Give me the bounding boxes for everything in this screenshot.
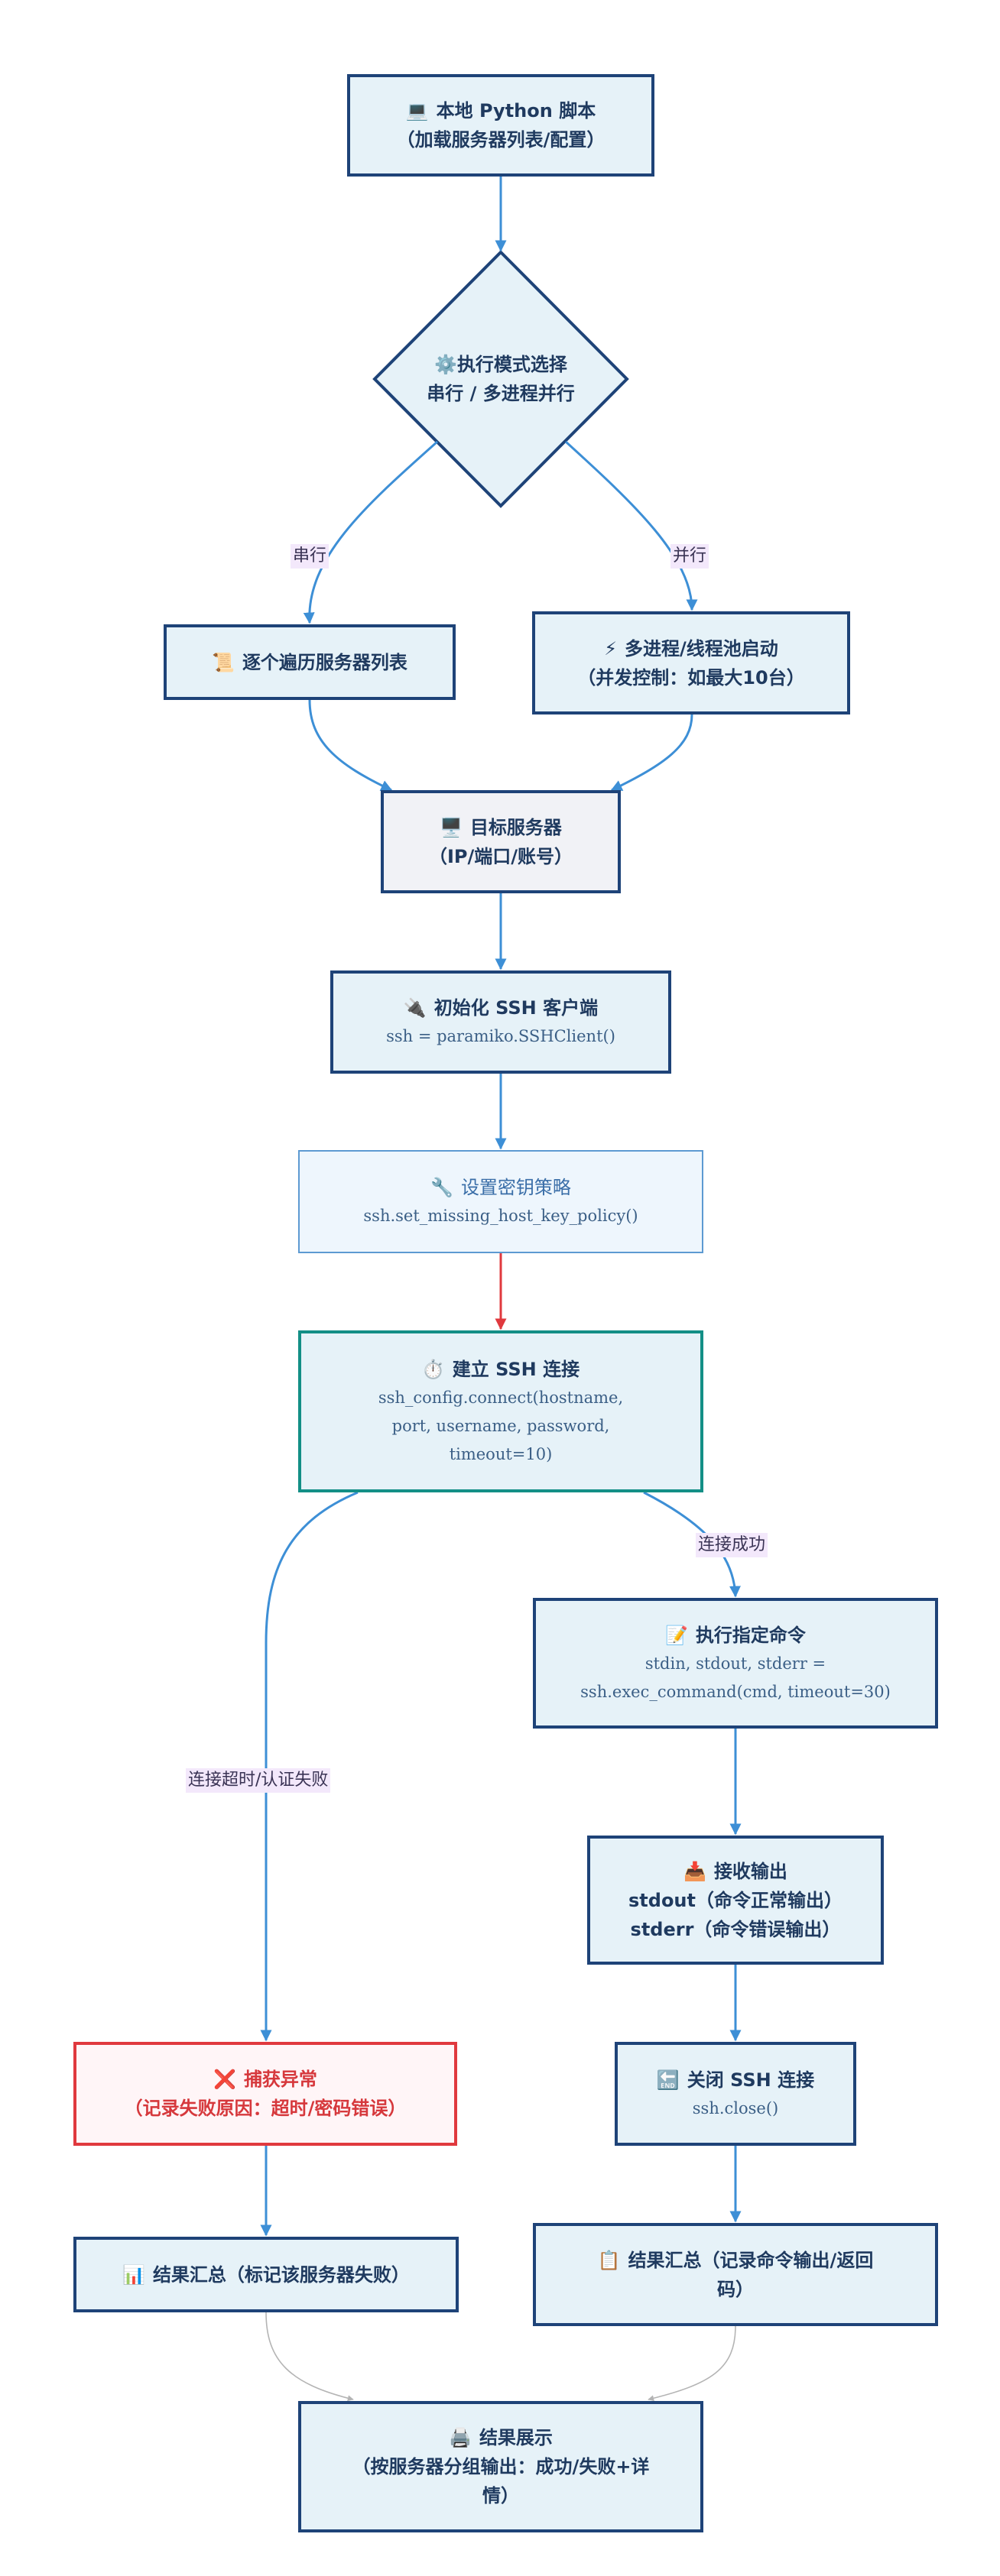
init-ssh-client-node: 🔌初始化 SSH 客户端 ssh = paramiko.SSHClient() [330, 970, 671, 1074]
edge-mode-to-parallel [564, 440, 698, 611]
inbox-tray-icon: 📥 [683, 1860, 706, 1882]
receive-output-node: 📥接收输出 stdout（命令正常输出） stderr（命令错误输出） [587, 1836, 884, 1965]
exec-command-node: 📝执行指定命令 stdin, stdout, stderr = ssh.exec… [533, 1598, 938, 1729]
ssh-connect-node: ⏱️建立 SSH 连接 ssh_config.connect(hostname,… [298, 1330, 703, 1492]
laptop-icon: 💻 [405, 100, 429, 122]
memo-icon: 📝 [665, 1624, 688, 1646]
local-script-node: 💻本地 Python 脚本 （加载服务器列表/配置） [347, 74, 654, 177]
edge-serial-to-target [308, 699, 393, 792]
bar-chart-icon: 📊 [122, 2263, 145, 2286]
edge-summary-fail-to-display [265, 2312, 354, 2402]
parallel-pool-node: ⚡多进程/线程池启动 （并发控制：如最大10台） [532, 611, 850, 714]
catch-error-node: ❌捕获异常 （记录失败原因：超时/密码错误） [73, 2042, 457, 2146]
key-policy-node: 🔧设置密钥策略 ssh.set_missing_host_key_policy(… [298, 1150, 703, 1253]
mode-select-node: ⚙️执行模式选择 串行 / 多进程并行 [427, 354, 575, 404]
target-server-node: 🖥️目标服务器 （IP/端口/账号） [381, 790, 621, 893]
lightning-icon: ⚡ [604, 637, 618, 659]
cross-mark-icon: ❌ [213, 2069, 236, 2090]
end-arrow-icon: 🔚 [656, 2069, 680, 2091]
wrench-icon: 🔧 [430, 1177, 453, 1198]
result-display-node: 🖨️结果展示 （按服务器分组输出：成功/失败+详 情） [298, 2401, 703, 2532]
summary-ok-node: 📋结果汇总（记录命令输出/返回 码） [533, 2223, 938, 2326]
close-ssh-node: 🔚关闭 SSH 连接 ssh.close() [615, 2042, 856, 2146]
edge-connect-to-catch [260, 1491, 359, 2042]
stopwatch-icon: ⏱️ [421, 1358, 445, 1380]
edge-mode-to-serial [303, 440, 438, 624]
scroll-icon: 📜 [212, 651, 235, 673]
summary-fail-node: 📊结果汇总（标记该服务器失败） [73, 2237, 459, 2312]
edge-label-connect-ok: 连接成功 [696, 1533, 768, 1557]
edge-label-serial: 串行 [291, 544, 330, 569]
edge-summary-ok-to-display [648, 2325, 736, 2402]
printer-icon: 🖨️ [449, 2427, 472, 2448]
clipboard-icon: 📋 [597, 2249, 621, 2271]
edge-parallel-to-target [610, 714, 693, 792]
gear-icon: ⚙️ [434, 354, 457, 375]
desktop-computer-icon: 🖥️ [440, 816, 463, 838]
edge-label-connect-fail: 连接超时/认证失败 [186, 1768, 331, 1793]
serial-iterate-node: 📜逐个遍历服务器列表 [164, 624, 456, 700]
edge-label-parallel: 并行 [670, 544, 709, 569]
plug-icon: 🔌 [403, 997, 427, 1019]
